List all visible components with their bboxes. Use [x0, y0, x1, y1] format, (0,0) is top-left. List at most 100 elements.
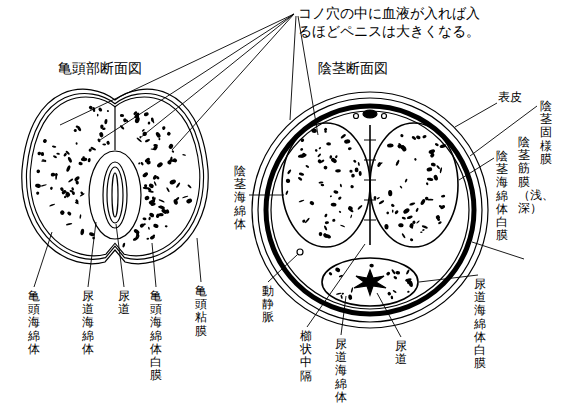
cavernous-space	[97, 114, 99, 117]
leader-line	[472, 242, 524, 259]
cavernous-space	[176, 182, 181, 188]
cavernous-space	[435, 214, 441, 220]
cavernous-space	[158, 199, 165, 203]
cavernous-space	[406, 269, 411, 275]
cavernous-space	[439, 167, 442, 173]
cavernous-space	[102, 143, 106, 145]
cavernous-space	[141, 129, 145, 133]
cavernous-space	[144, 195, 150, 200]
cavernous-space	[68, 178, 74, 183]
cavernous-space	[298, 199, 304, 203]
cavernous-space	[335, 155, 338, 159]
cavernous-space	[430, 162, 436, 167]
cavernous-space	[36, 191, 40, 195]
cavernous-space	[379, 162, 383, 165]
cavernous-space	[65, 194, 70, 196]
cavernous-space	[323, 225, 327, 231]
part-label: 陰茎海綿体	[234, 165, 246, 231]
vessel	[297, 249, 303, 255]
cavernous-space	[401, 216, 406, 220]
cavernous-space	[409, 222, 415, 228]
cavernous-space	[153, 223, 159, 228]
leader-line	[197, 238, 201, 282]
cavernous-space	[438, 221, 442, 225]
leader-lines	[34, 14, 537, 337]
cavernous-space	[350, 185, 354, 189]
cavernous-space	[415, 207, 419, 212]
cavernous-space	[398, 223, 404, 228]
cavernous-space	[400, 134, 404, 138]
cavernous-space	[325, 233, 332, 239]
cavernous-space	[146, 237, 149, 239]
cavernous-space	[145, 139, 151, 143]
cavernous-space	[414, 158, 417, 161]
cavernous-space	[333, 190, 339, 194]
cavernous-space	[416, 135, 422, 140]
leader-line	[34, 232, 52, 287]
cavernous-space	[59, 209, 65, 215]
part-label: 櫛状中隔	[300, 330, 312, 383]
cavernous-space	[317, 153, 321, 158]
cavernous-space	[148, 217, 151, 221]
part-label: 亀頭海綿体白膜	[150, 290, 162, 382]
cavernous-space	[355, 168, 359, 173]
cavernous-space	[75, 180, 79, 185]
cavernous-space	[102, 127, 106, 130]
leader-line	[268, 255, 297, 282]
cavernous-space	[61, 189, 67, 195]
cavernous-space	[311, 128, 317, 132]
cavernous-space	[436, 165, 441, 170]
cavernous-space	[420, 198, 426, 205]
cavernous-space	[422, 134, 427, 138]
cavernous-space	[358, 171, 361, 176]
cavernous-space	[348, 147, 352, 150]
cavernous-space	[390, 295, 393, 299]
cavernous-space	[150, 117, 155, 123]
cavernous-space	[416, 220, 420, 224]
corpus-cavernosum	[370, 123, 458, 247]
cavernous-space	[76, 125, 79, 128]
leader-line	[341, 296, 346, 335]
cavernous-space	[153, 197, 157, 203]
cavernous-space	[395, 159, 400, 166]
cavernous-space	[340, 294, 343, 299]
leader-line	[459, 158, 494, 180]
cavernous-space	[42, 138, 47, 143]
cavernous-space	[391, 203, 395, 207]
cavernous-space	[55, 173, 57, 180]
cavernous-space	[82, 156, 85, 159]
cavernous-space	[182, 195, 189, 198]
cavernous-space	[320, 184, 324, 187]
cavernous-space	[309, 200, 315, 206]
glans-mucosa	[26, 94, 203, 260]
cavernous-space	[169, 179, 177, 186]
part-label: 亀頭粘膜	[195, 285, 207, 338]
cavernous-space	[76, 126, 81, 132]
cavernous-space	[324, 130, 327, 133]
cavernous-space	[395, 271, 400, 275]
cavernous-space	[87, 158, 91, 163]
cavernous-space	[67, 156, 72, 163]
cavernous-space	[44, 159, 47, 162]
cavernous-space	[285, 178, 290, 183]
dorsal-artery	[354, 114, 359, 119]
cavernous-space	[79, 214, 81, 219]
cavernous-space	[107, 110, 109, 113]
cavernous-space	[305, 164, 309, 168]
shaft-section	[252, 92, 488, 328]
cavernous-space	[340, 224, 345, 227]
cavernous-space	[392, 290, 397, 294]
cavernous-space	[79, 193, 85, 197]
cavernous-space	[350, 214, 353, 218]
cavernous-space	[351, 173, 355, 177]
cavernous-space	[378, 200, 385, 205]
cavernous-space	[167, 160, 172, 165]
cavernous-space	[434, 143, 439, 147]
cavernous-space	[426, 167, 432, 172]
cavernous-space	[159, 205, 165, 210]
leader-line	[140, 14, 294, 138]
urethra-ring	[107, 167, 123, 223]
cavernous-space	[182, 154, 186, 156]
cavernous-space	[75, 199, 79, 204]
section-heading: 陰茎断面図	[318, 60, 388, 77]
